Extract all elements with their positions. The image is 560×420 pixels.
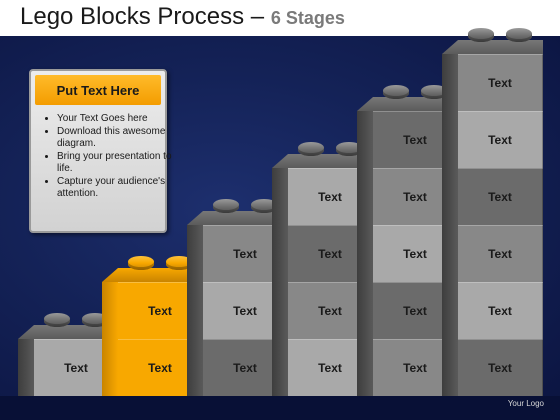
block-label: Text bbox=[64, 361, 88, 375]
lego-stud bbox=[468, 28, 494, 42]
lego-top-plate bbox=[272, 154, 373, 168]
lego-stud bbox=[383, 85, 409, 99]
slide-title: Lego Blocks Process – 6 Stages bbox=[20, 3, 345, 31]
lego-stud bbox=[251, 199, 277, 213]
lego-column-side bbox=[442, 54, 458, 396]
lego-top-plate bbox=[18, 325, 119, 339]
info-bullet: Download this awesome diagram. bbox=[57, 126, 175, 151]
info-bullet: Your Text Goes here bbox=[57, 113, 175, 126]
block-label: Text bbox=[148, 304, 172, 318]
block-label: Text bbox=[403, 361, 427, 375]
info-bullet: Capture your audience's attention. bbox=[57, 176, 175, 201]
info-bullet: Bring your presentation to life. bbox=[57, 151, 175, 176]
info-heading: Put Text Here bbox=[35, 75, 161, 105]
lego-stud bbox=[213, 199, 239, 213]
block-label: Text bbox=[488, 76, 512, 90]
lego-block: Text bbox=[458, 225, 543, 282]
lego-column-side bbox=[357, 111, 373, 396]
lego-block: Text bbox=[458, 168, 543, 225]
lego-column-side bbox=[272, 168, 288, 396]
lego-stud bbox=[336, 142, 362, 156]
block-label: Text bbox=[318, 247, 342, 261]
slide-floor bbox=[0, 396, 560, 420]
block-label: Text bbox=[488, 361, 512, 375]
block-label: Text bbox=[403, 304, 427, 318]
title-subtitle: 6 Stages bbox=[270, 8, 345, 28]
block-label: Text bbox=[403, 247, 427, 261]
block-label: Text bbox=[488, 190, 512, 204]
block-label: Text bbox=[403, 133, 427, 147]
title-bar: Lego Blocks Process – 6 Stages bbox=[0, 0, 560, 36]
block-label: Text bbox=[318, 304, 342, 318]
lego-block: Text bbox=[458, 339, 543, 396]
block-label: Text bbox=[488, 304, 512, 318]
lego-column-side bbox=[102, 282, 118, 396]
lego-top-plate bbox=[357, 97, 458, 111]
lego-block: Text bbox=[458, 282, 543, 339]
block-label: Text bbox=[318, 190, 342, 204]
lego-stud bbox=[82, 313, 108, 327]
block-label: Text bbox=[488, 133, 512, 147]
lego-block: Text bbox=[458, 111, 543, 168]
info-bullet-list: Your Text Goes here Download this awesom… bbox=[43, 113, 175, 201]
lego-top-plate bbox=[187, 211, 288, 225]
lego-stud bbox=[128, 256, 154, 270]
lego-column-side bbox=[18, 339, 34, 396]
title-dash: – bbox=[250, 3, 265, 30]
lego-stud bbox=[44, 313, 70, 327]
block-label: Text bbox=[233, 304, 257, 318]
lego-stud bbox=[298, 142, 324, 156]
lego-top-plate bbox=[442, 40, 543, 54]
lego-block: Text bbox=[458, 54, 543, 111]
info-callout-box: Put Text Here Your Text Goes here Downlo… bbox=[29, 69, 172, 233]
block-label: Text bbox=[233, 361, 257, 375]
lego-column-side bbox=[187, 225, 203, 396]
lego-top-plate bbox=[102, 268, 203, 282]
block-label: Text bbox=[148, 361, 172, 375]
lego-stud bbox=[506, 28, 532, 42]
block-label: Text bbox=[318, 361, 342, 375]
logo-text: Your Logo bbox=[507, 399, 544, 408]
block-label: Text bbox=[233, 247, 257, 261]
lego-stud bbox=[166, 256, 192, 270]
lego-stud bbox=[421, 85, 447, 99]
title-main: Lego Blocks Process bbox=[20, 3, 245, 30]
block-label: Text bbox=[488, 247, 512, 261]
block-label: Text bbox=[403, 190, 427, 204]
